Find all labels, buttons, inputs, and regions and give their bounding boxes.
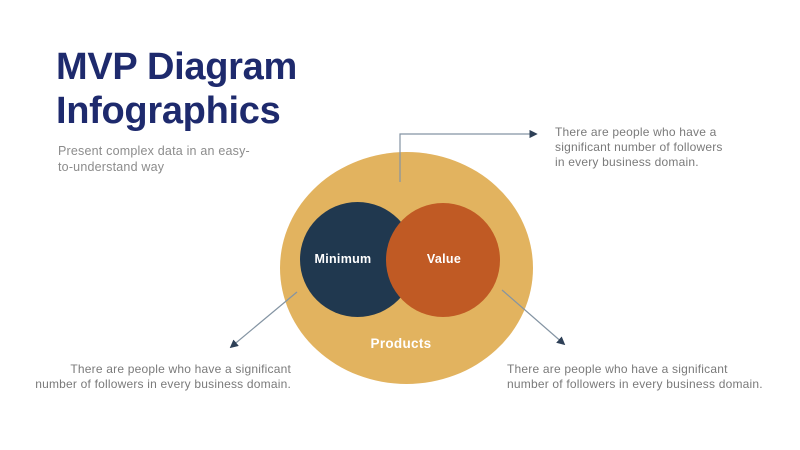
callout-text-bottom-left: There are people who have a significant … (35, 362, 291, 391)
value-circle-label: Value (426, 252, 462, 266)
products-circle-label: Products (370, 336, 432, 351)
value-circle (386, 203, 500, 317)
callout-text-bottom-right: There are people who have a significant … (507, 362, 763, 391)
page-title: MVP Diagram Infographics (56, 46, 297, 132)
page-subtitle: Present complex data in an easy- to-unde… (58, 144, 250, 174)
minimum-circle-label: Minimum (314, 252, 372, 266)
callout-text-top-right: There are people who have a significant … (555, 125, 723, 169)
